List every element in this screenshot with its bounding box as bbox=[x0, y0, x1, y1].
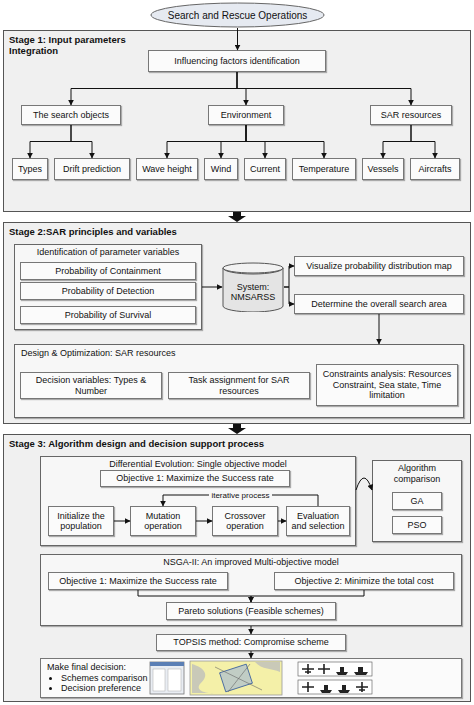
process-box: Task assignment for SAR resources bbox=[168, 372, 310, 399]
node-text: Influencing factors identification bbox=[174, 56, 300, 67]
process-box: Temperature bbox=[292, 158, 356, 180]
process-box: Aircrafts bbox=[410, 158, 460, 180]
process-box: Drift prediction bbox=[54, 158, 130, 180]
node-text: Types bbox=[18, 164, 42, 175]
node-text: Visualize probability distribution map bbox=[306, 261, 451, 272]
process-box: Influencing factors identification bbox=[148, 50, 326, 72]
process-box: Current bbox=[244, 158, 286, 180]
bullet-item: Decision preference bbox=[61, 683, 153, 694]
group-heading: Identification of parameter variables bbox=[15, 245, 201, 260]
process-box: SAR resources bbox=[370, 105, 452, 125]
process-box: Probability of Survival bbox=[20, 306, 196, 324]
node-text: Current bbox=[250, 164, 280, 175]
process-box: Crossover operation bbox=[212, 506, 278, 536]
node-text: Drift prediction bbox=[63, 164, 121, 175]
node-text: Temperature bbox=[299, 164, 350, 175]
stage-arrow bbox=[228, 212, 246, 222]
decision-box: Make final decision:Schemes comparisonDe… bbox=[40, 658, 462, 698]
node-text: Objective 2: Minimize the total cost bbox=[294, 576, 433, 587]
node-text: SAR resources bbox=[381, 110, 442, 121]
node-text: The search objects bbox=[33, 110, 109, 121]
node-text: Make final decision: bbox=[47, 662, 147, 673]
stage-title: Stage 3: Algorithm design and decision s… bbox=[4, 435, 470, 452]
group-box: Algorithm comparisonGA PSO bbox=[372, 460, 462, 542]
node-text: Probability of Survival bbox=[65, 310, 152, 321]
cylinder-top bbox=[223, 263, 283, 273]
node-text: TOPSIS method: Compromise scheme bbox=[173, 637, 328, 648]
node-text: Probability of Containment bbox=[55, 266, 161, 277]
stage-panel: Stage 2:SAR principles and variablesIden… bbox=[3, 222, 471, 424]
node-text: Environment bbox=[221, 110, 272, 121]
stage-panel: Stage 1: Input parameters IntegrationInf… bbox=[3, 30, 471, 212]
group-box: Design & Optimization: SAR resourcesDeci… bbox=[14, 344, 464, 418]
node-text: Objective 1: Maximize the Success rate bbox=[116, 473, 274, 484]
process-box: TOPSIS method: Compromise scheme bbox=[156, 634, 346, 651]
bullet-item: Schemes comparison bbox=[61, 673, 153, 684]
stage-panel: Stage 3: Algorithm design and decision s… bbox=[3, 434, 471, 702]
group-heading: Design & Optimization: SAR resources bbox=[15, 345, 463, 362]
stage-title: Stage 1: Input parameters Integration bbox=[4, 31, 142, 59]
group-box: Identification of parameter variablesPro… bbox=[14, 244, 202, 330]
process-box: Wave height bbox=[136, 158, 198, 180]
process-box: The search objects bbox=[21, 105, 121, 125]
node-text: Vessels bbox=[367, 164, 398, 175]
process-box: Objective 1: Maximize the Success rate bbox=[48, 572, 228, 590]
database-cylinder: System: NMSARSS bbox=[222, 262, 284, 312]
node-text: Initialize the population bbox=[52, 511, 110, 532]
node-text: Task assignment for SAR resources bbox=[172, 375, 306, 396]
process-box: Mutation operation bbox=[130, 506, 196, 536]
process-box: Objective 1: Maximize the Success rate bbox=[100, 470, 290, 487]
process-box: Types bbox=[12, 158, 48, 180]
process-box: Vessels bbox=[362, 158, 404, 180]
group-box: NSGA-II: An improved Multi-objective mod… bbox=[40, 554, 462, 626]
process-box: Environment bbox=[208, 105, 284, 125]
node-text: System: NMSARSS bbox=[226, 282, 280, 303]
node-text: Pareto solutions (Feasible schemes) bbox=[178, 606, 324, 617]
node-text: Evaluation and selection bbox=[290, 511, 346, 532]
node-text: GA bbox=[410, 496, 423, 507]
node-text: Objective 1: Maximize the Success rate bbox=[59, 576, 217, 587]
ellipse-shape bbox=[151, 3, 324, 27]
process-box: Determine the overall search area bbox=[294, 294, 464, 314]
start-ellipse: Search and Rescue Operations bbox=[150, 2, 325, 28]
node-text: Search and Rescue Operations bbox=[168, 10, 308, 21]
node-text: Decision variables: Types & Number bbox=[24, 375, 158, 396]
process-box: Visualize probability distribution map bbox=[294, 256, 464, 276]
process-box: GA bbox=[392, 492, 442, 510]
group-heading: Algorithm comparison bbox=[373, 461, 461, 486]
process-box: PSO bbox=[392, 516, 442, 534]
node-text: Wind bbox=[211, 164, 232, 175]
process-box: Pareto solutions (Feasible schemes) bbox=[166, 602, 336, 620]
process-box: Constraints analysis: Resources Constrai… bbox=[316, 364, 458, 406]
process-box: Initialize the population bbox=[48, 506, 114, 536]
process-box: Probability of Detection bbox=[20, 282, 196, 300]
edge-label: iterative process bbox=[209, 491, 271, 500]
node-text: PSO bbox=[407, 520, 426, 531]
node-text: Mutation operation bbox=[134, 511, 192, 532]
node-text: Wave height bbox=[142, 164, 192, 175]
node-text: Determine the overall search area bbox=[311, 299, 447, 310]
cylinder-body bbox=[223, 268, 283, 312]
group-heading: Differential Evolution: Single objective… bbox=[41, 457, 355, 472]
stage-arrow bbox=[228, 424, 246, 434]
process-box: Decision variables: Types & Number bbox=[20, 372, 162, 399]
node-text: Probability of Detection bbox=[62, 286, 155, 297]
process-box: Objective 2: Minimize the total cost bbox=[274, 572, 454, 590]
bullet-list: Schemes comparisonDecision preference bbox=[47, 673, 153, 694]
node-text: Constraints analysis: Resources Constrai… bbox=[320, 369, 454, 401]
node-text: Aircrafts bbox=[418, 164, 451, 175]
group-box: Differential Evolution: Single objective… bbox=[40, 456, 356, 546]
process-box: Wind bbox=[204, 158, 238, 180]
node-text: Crossover operation bbox=[216, 511, 274, 532]
process-box: Probability of Containment bbox=[20, 262, 196, 280]
stage-title: Stage 2:SAR principles and variables bbox=[4, 223, 470, 240]
process-box: Evaluation and selection bbox=[286, 506, 350, 536]
group-heading: NSGA-II: An improved Multi-objective mod… bbox=[41, 555, 461, 570]
